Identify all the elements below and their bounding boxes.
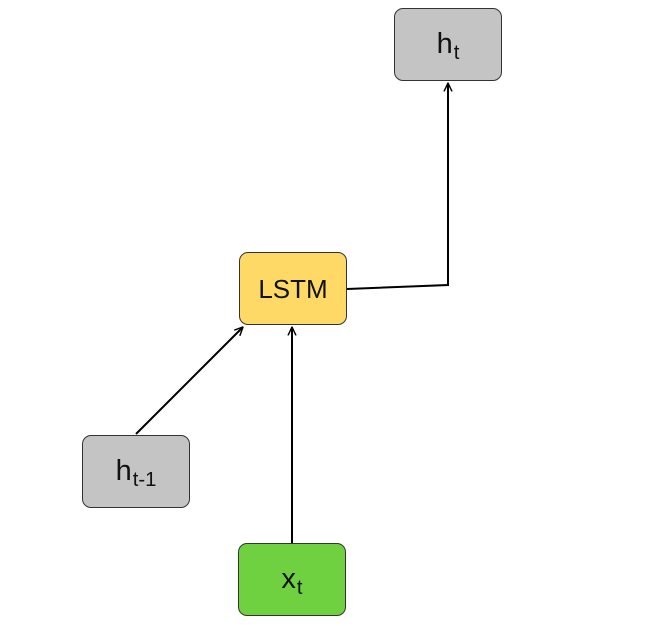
node-lstm: LSTM — [239, 252, 347, 325]
node-h-t-sub: t — [453, 41, 460, 64]
node-h-t-main: h — [436, 28, 453, 60]
node-h-t-minus-1-main: h — [115, 455, 132, 487]
node-x-t-sub: t — [296, 576, 303, 599]
node-h-t-minus-1-sub: t-1 — [132, 468, 157, 491]
edge-htm1-to-lstm — [135, 327, 243, 435]
edge-lstm-to-ht — [346, 83, 448, 290]
node-x-t-main: x — [281, 563, 296, 595]
node-lstm-label: LSTM — [258, 273, 328, 304]
